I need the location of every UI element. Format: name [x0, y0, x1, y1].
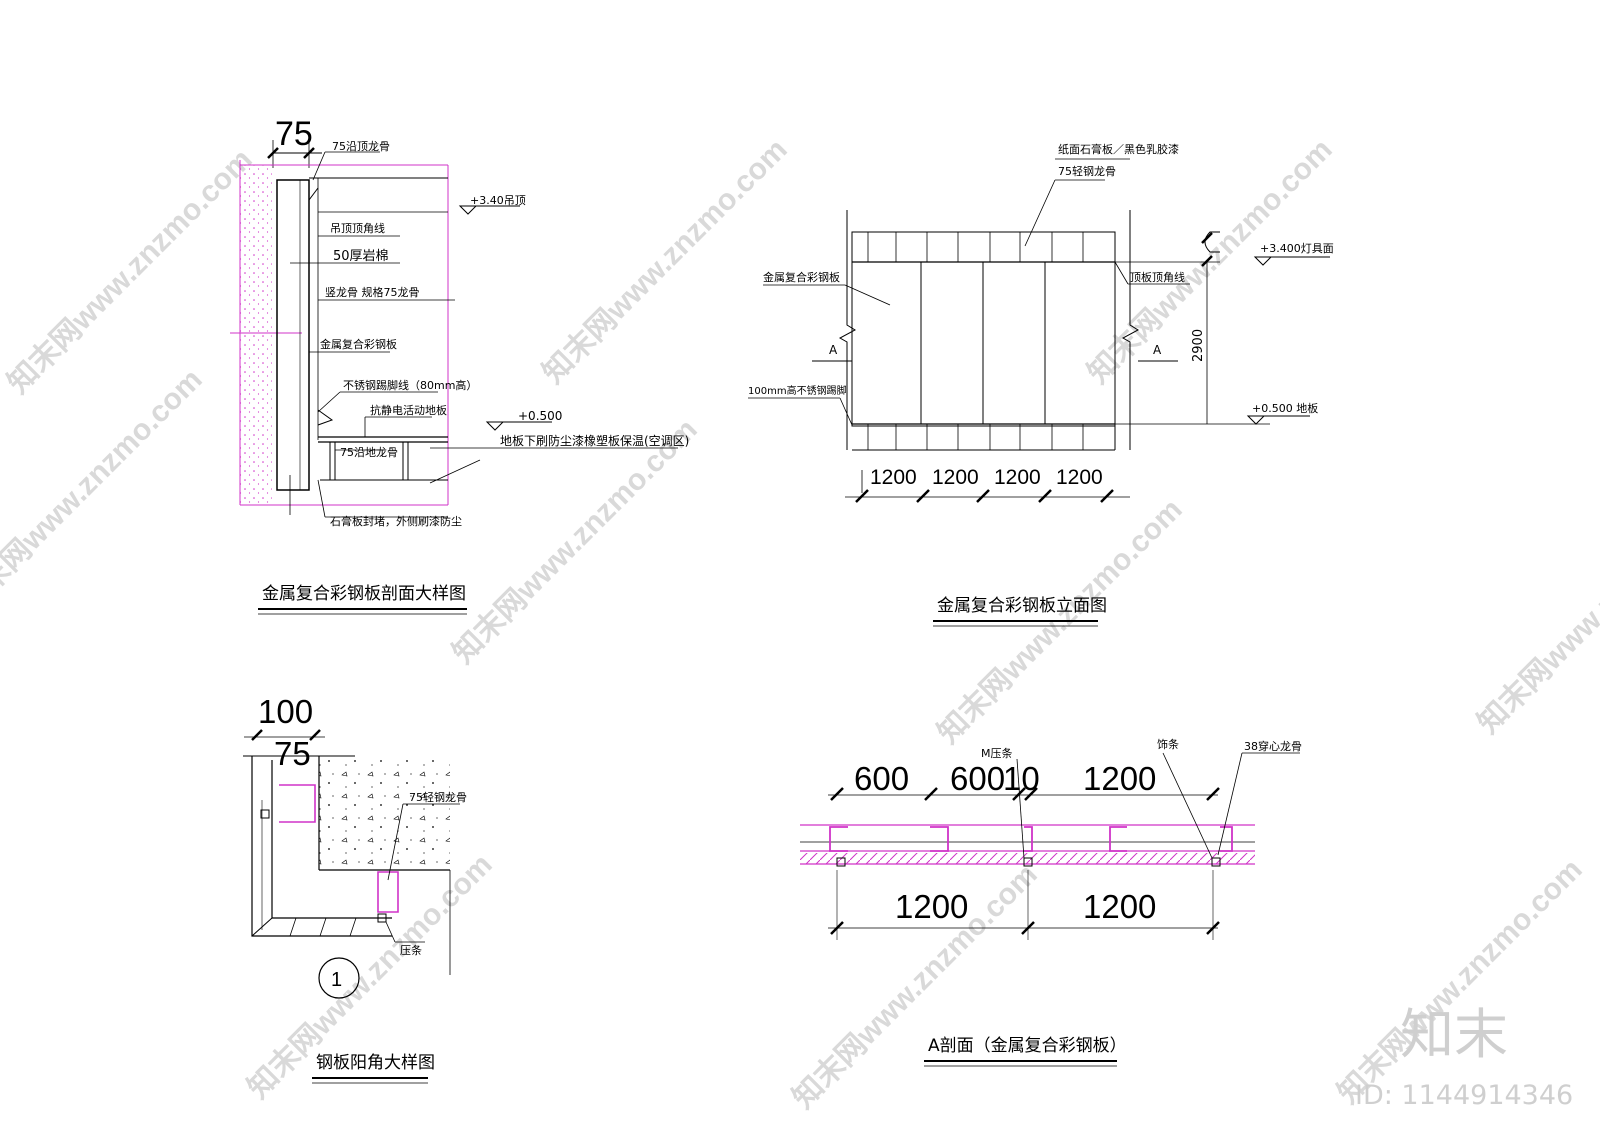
label-ceiling-level: +3.40吊顶 — [470, 194, 526, 207]
section-detail-title: 金属复合彩钢板剖面大样图 — [262, 584, 466, 604]
label-gypsum-seal: 石膏板封堵，外侧刷漆防尘 — [330, 514, 462, 528]
elevation: A A 2900 +3.400灯具面 +0.500 地板 纸面石膏板／黑色乳胶漆… — [748, 142, 1334, 627]
label-panel: 金属复合彩钢板 — [320, 337, 397, 351]
label-m-strip: M压条 — [981, 746, 1013, 760]
top-dim-600a: 600 — [854, 760, 909, 797]
label-ceiling-keel: 75沿顶龙骨 — [332, 140, 390, 153]
label-rock-wool: 50厚岩棉 — [333, 249, 389, 264]
label-keel: 75轻钢龙骨 — [1058, 164, 1116, 178]
label-keel: 38穿心龙骨 — [1244, 739, 1302, 753]
label-corner-line: 顶板顶角线 — [1130, 270, 1185, 284]
span-3: 1200 — [994, 466, 1041, 489]
section-a-right: A — [1153, 343, 1162, 357]
image-id: ID: 1144914346 — [1355, 1080, 1573, 1111]
dim-100: 100 — [258, 693, 313, 730]
label-corner-line: 吊顶顶角线 — [330, 221, 385, 235]
label-panel: 金属复合彩钢板 — [763, 270, 840, 284]
elevation-title: 金属复合彩钢板立面图 — [937, 596, 1107, 616]
section-detail: 75 — [230, 115, 689, 615]
label-stud: 竖龙骨 规格75龙骨 — [325, 285, 420, 299]
corner-detail: 100 75 75轻钢龙骨 压条 1 钢板阳角大样图 — [243, 693, 467, 1084]
bottom-dim-2: 1200 — [1083, 888, 1156, 925]
corner-detail-title: 钢板阳角大样图 — [316, 1053, 435, 1073]
bottom-dim-1: 1200 — [895, 888, 968, 925]
label-floor-keel: 75沿地龙骨 — [340, 446, 398, 459]
span-2: 1200 — [932, 466, 979, 489]
dim-75: 75 — [274, 735, 311, 772]
top-dim-10: 10 — [1003, 760, 1040, 797]
label-floor-level: +0.500 — [518, 409, 562, 423]
light-level: +3.400灯具面 — [1260, 242, 1334, 255]
watermark-text: 知末网www.znzmo.com — [1472, 483, 1600, 740]
section-a-title: A剖面（金属复合彩钢板） — [928, 1036, 1127, 1056]
callout-number: 1 — [331, 969, 342, 991]
label-raised-floor: 抗静电活动地板 — [370, 403, 447, 417]
watermark-text: 知末网www.znzmo.com — [537, 133, 794, 390]
label-skirting: 不锈钢踢脚线（80mm高） — [343, 378, 477, 392]
watermark-text: 知末网www.znzmo.com — [1082, 133, 1339, 390]
dim-75: 75 — [275, 115, 313, 153]
label-floor-note: 地板下刷防尘漆橡塑板保温(空调区) — [500, 433, 689, 448]
label-trim: 饰条 — [1157, 737, 1179, 751]
top-dim-600b: 600 — [950, 760, 1005, 797]
watermark-text: 知末网www.znzmo.com — [1332, 853, 1589, 1110]
section-a-left: A — [829, 343, 838, 357]
height-dim: 2900 — [1191, 329, 1206, 362]
top-dim-1200: 1200 — [1083, 760, 1156, 797]
section-a: 600 600 10 1200 M压条 饰条 38穿心龙骨 — [800, 737, 1302, 1067]
watermark-text: 知末网www.znzmo.com — [2, 143, 259, 400]
watermark-text: 知末网www.znzmo.com — [0, 363, 209, 620]
brand-logo: 知末 — [1400, 1003, 1508, 1066]
label-skirting: 100mm高不锈钢踢脚 — [748, 384, 847, 397]
detail-callout — [318, 957, 360, 999]
span-4: 1200 — [1056, 466, 1103, 489]
label-strip: 压条 — [400, 943, 422, 957]
watermark-text: 知末网www.znzmo.com — [447, 413, 704, 670]
span-1: 1200 — [870, 466, 917, 489]
label-keel: 75轻钢龙骨 — [409, 790, 467, 804]
label-gypsum: 纸面石膏板／黑色乳胶漆 — [1058, 142, 1179, 156]
floor-level: +0.500 地板 — [1252, 401, 1318, 415]
